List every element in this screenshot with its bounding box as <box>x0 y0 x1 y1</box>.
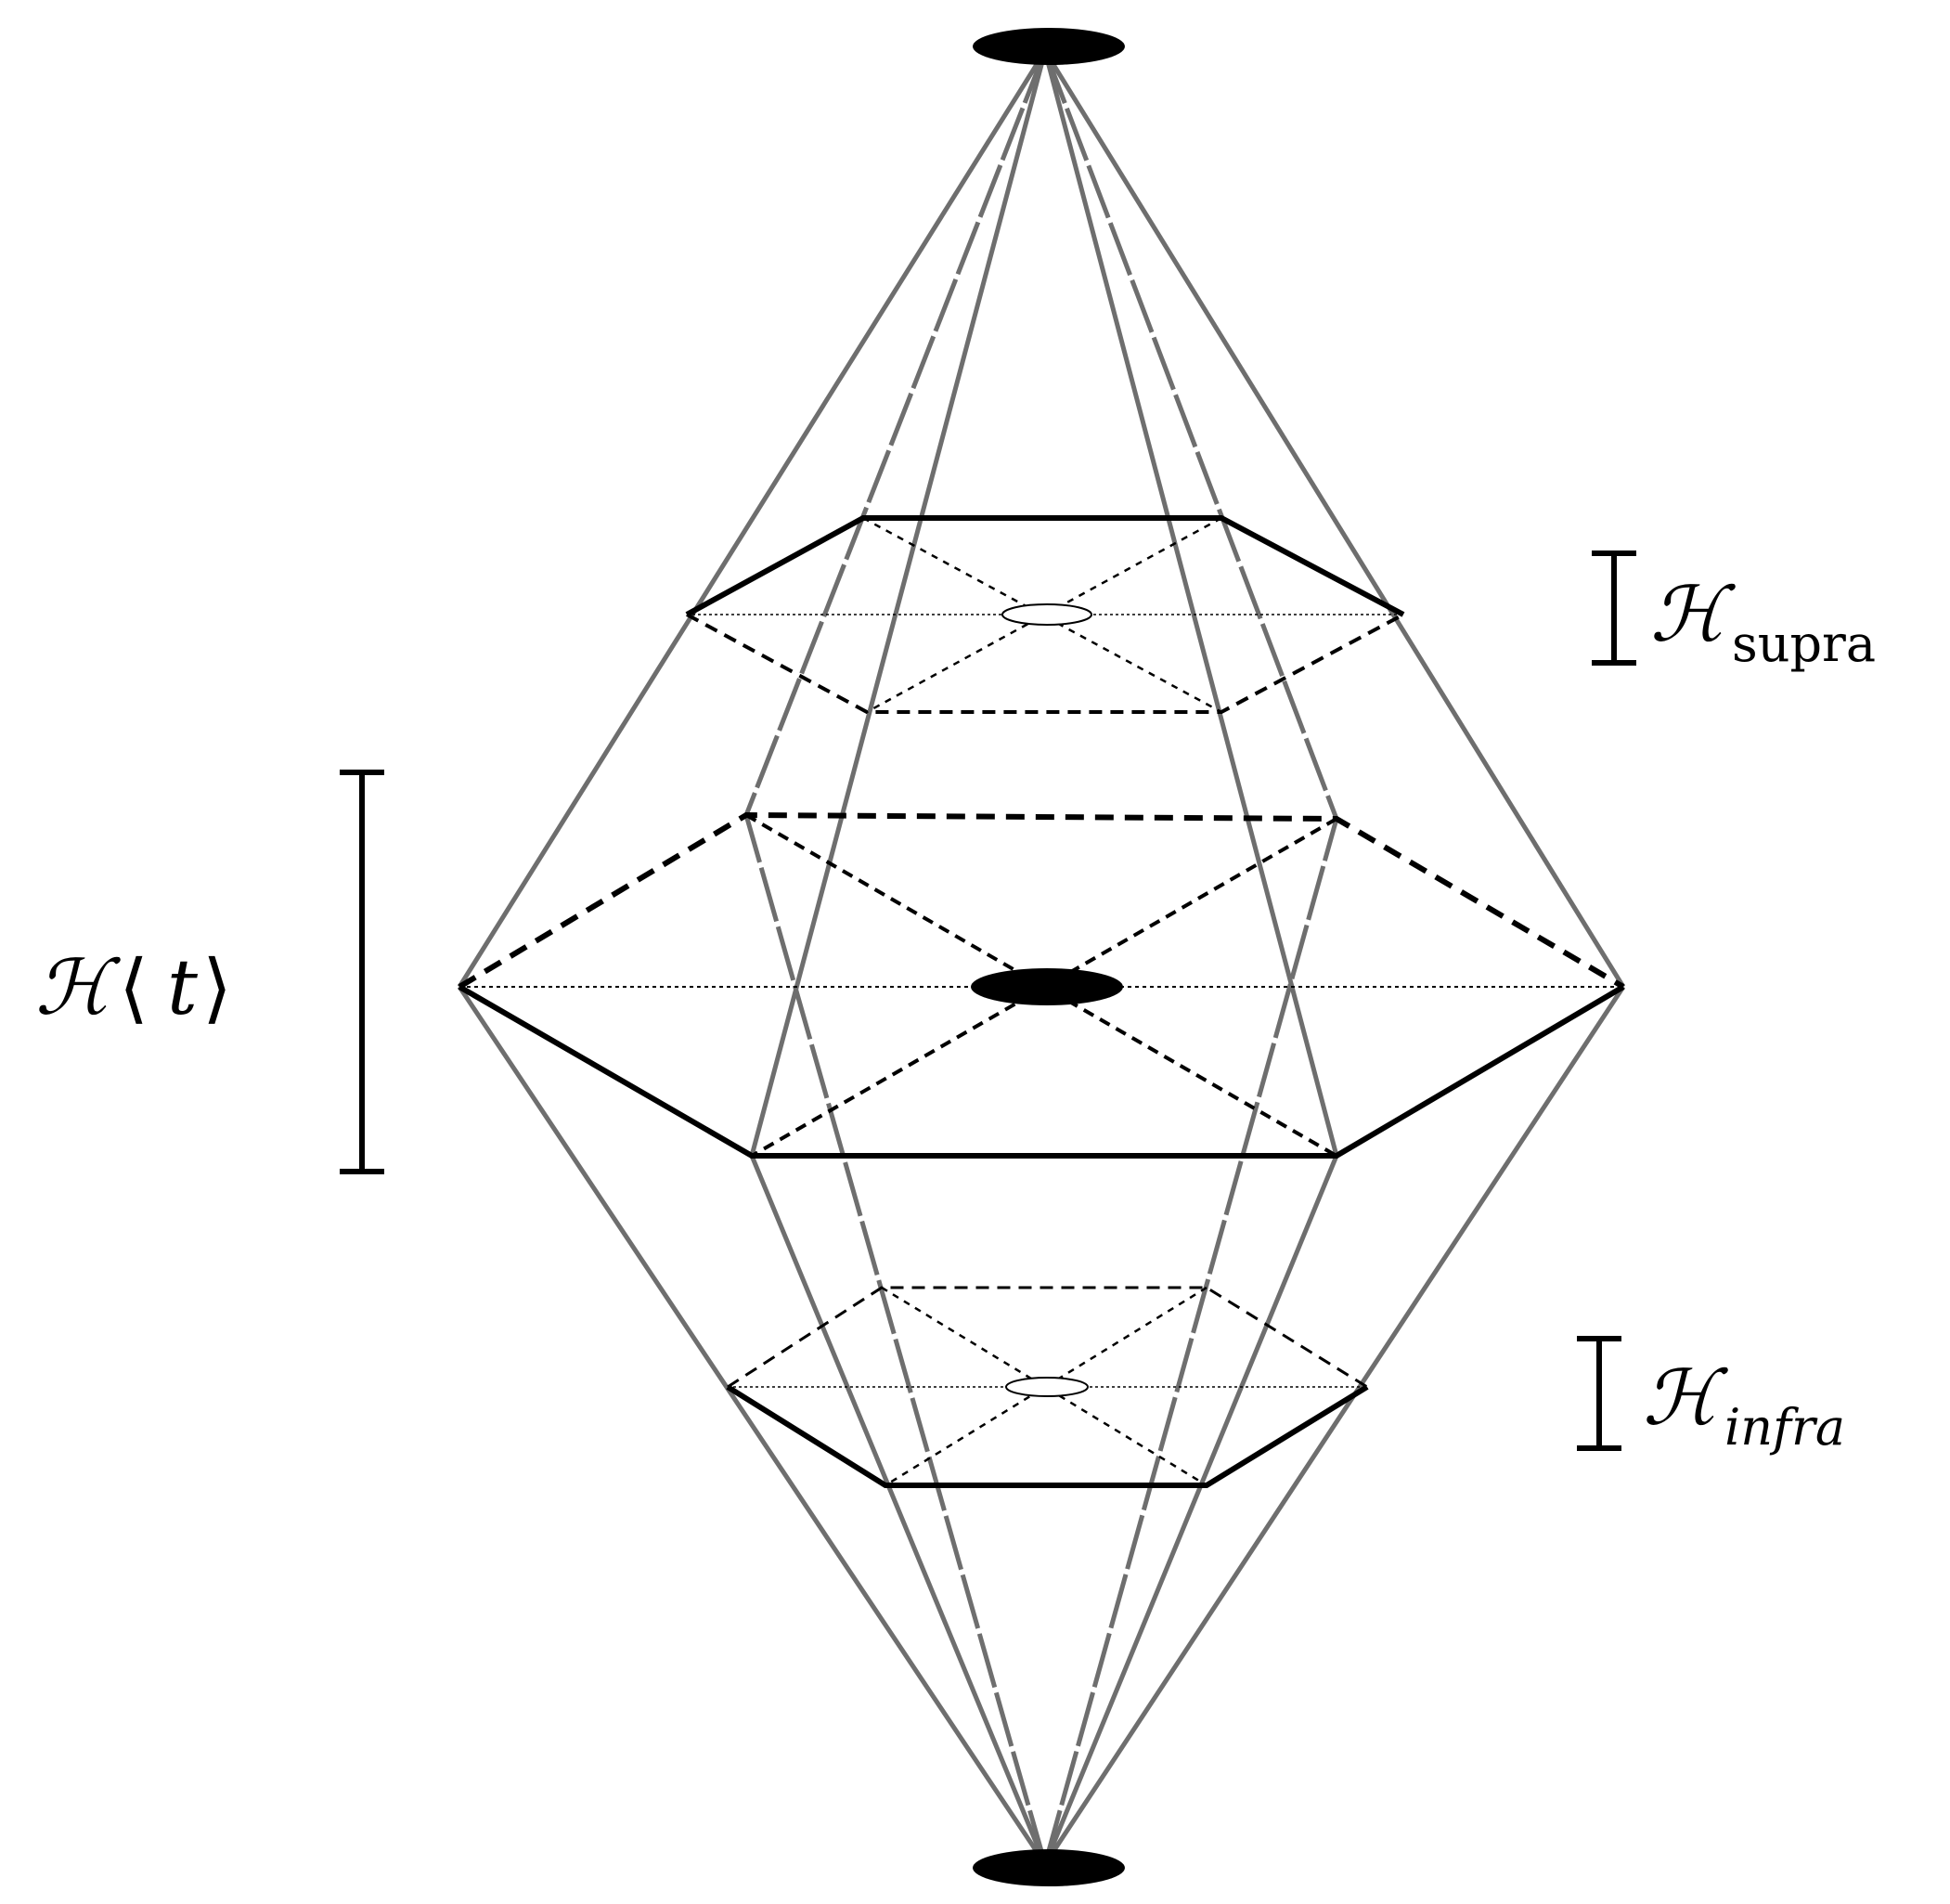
infra-front-edges <box>726 1384 1369 1488</box>
label-h-supra-subscript: supra <box>1732 615 1876 673</box>
label-h-t: ℋ ⟨ t ⟩ <box>35 944 232 1032</box>
supra-diagonal-b <box>866 516 1222 714</box>
infra-diagonal-a <box>881 1286 1207 1487</box>
top-apex-edges <box>457 49 1626 1157</box>
supra-bracket <box>1592 550 1636 666</box>
top-apex-vertex <box>973 28 1125 65</box>
edge-bottom-to-front-left <box>749 1155 1048 1865</box>
infra-diagonal-b <box>885 1286 1207 1487</box>
supra-center-marker <box>1001 603 1092 626</box>
label-h-t-symbol: ℋ <box>35 944 122 1032</box>
edge-top-to-left-vertex <box>457 49 1048 989</box>
bottom-apex-edges <box>457 814 1626 1866</box>
label-h-infra-subscript: infra <box>1724 1398 1845 1457</box>
middle-center-marker <box>971 968 1123 1005</box>
infra-center-marker <box>1005 1377 1089 1397</box>
label-h-infra-symbol: ℋ <box>1643 1354 1729 1443</box>
supra-diagonal-a <box>862 516 1222 714</box>
label-h-supra: ℋ supra <box>1650 571 1876 673</box>
infra-back-edges <box>727 1286 1368 1389</box>
edge-bottom-to-right-vertex <box>1042 985 1626 1866</box>
edge-top-to-right-vertex <box>1042 49 1626 989</box>
label-h-supra-symbol: ℋ <box>1650 571 1737 659</box>
label-h-t-open: ⟨ <box>119 944 149 1032</box>
infra-section <box>726 1286 1369 1488</box>
supra-front-edges <box>685 515 1405 617</box>
edge-top-to-front-right <box>1042 50 1339 1157</box>
edge-bottom-to-left-vertex <box>457 985 1048 1866</box>
infra-bracket <box>1577 1336 1621 1451</box>
middle-back-edges <box>458 811 1625 990</box>
supra-back-edges <box>686 613 1404 714</box>
edge-bottom-to-back-right <box>1042 818 1339 1865</box>
edge-bottom-to-back-left <box>743 814 1048 1865</box>
label-h-t-close: ⟩ <box>202 944 232 1032</box>
edge-bottom-to-front-right <box>1042 1155 1339 1865</box>
h-t-bracket <box>340 770 384 1174</box>
middle-section <box>458 811 1625 1159</box>
bottom-apex-vertex <box>973 1849 1125 1886</box>
label-h-infra: ℋ infra <box>1643 1354 1845 1457</box>
edge-top-to-back-left <box>743 50 1048 816</box>
edge-top-to-front-left <box>749 50 1048 1157</box>
label-h-t-variable: t <box>167 944 199 1032</box>
edge-top-to-back-right <box>1042 50 1339 820</box>
supra-section <box>685 515 1405 714</box>
middle-front-edges <box>458 984 1625 1159</box>
